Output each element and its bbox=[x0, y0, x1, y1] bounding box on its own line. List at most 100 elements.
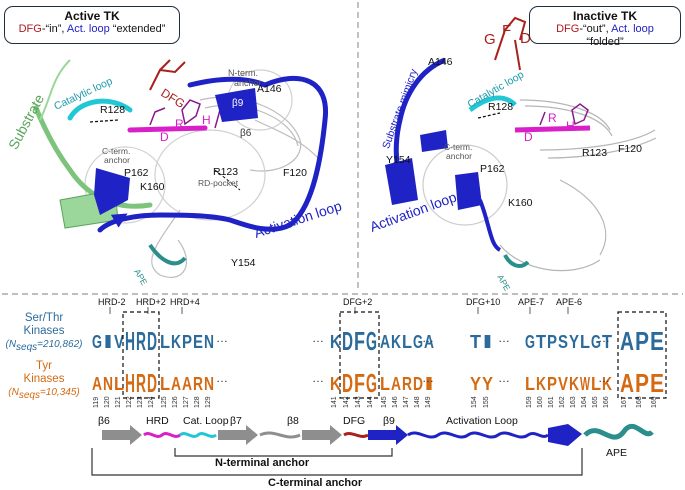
logo-tyr-letter: L bbox=[160, 374, 170, 394]
logo-ser-thr-letter: G bbox=[591, 332, 601, 352]
logo-ser-thr-letter: A bbox=[424, 332, 434, 352]
logo-ser-thr-letter: K bbox=[171, 332, 181, 352]
logo-tyr-letter: R bbox=[402, 374, 412, 394]
logo-position-tick: 146 bbox=[392, 396, 399, 408]
logo-position-tick: 124 bbox=[148, 396, 155, 408]
logo-position-tick: 169 bbox=[651, 396, 658, 408]
logo-position-tick: 167 bbox=[621, 396, 628, 408]
active-tk-subtitle: DFG-“in”, Act. loop “extended” bbox=[12, 23, 172, 36]
active-activation-loop-label: Activation loop bbox=[252, 197, 344, 240]
active-b9-label: β9 bbox=[232, 98, 244, 109]
topology-cat-loop bbox=[179, 432, 217, 438]
catalytic-loop-ribbon bbox=[67, 98, 133, 121]
inactive-y154-label: Y154 bbox=[386, 154, 411, 166]
topology-beta8-label: β8 bbox=[287, 415, 299, 427]
inactive-act-loop-text: Act. loop bbox=[611, 23, 654, 35]
logo-ser-thr-letter: I bbox=[482, 332, 493, 352]
topology-hrd-label: HRD bbox=[146, 415, 169, 427]
topology-beta9-arrow bbox=[368, 425, 408, 445]
logo-ser-thr-letter: G bbox=[366, 326, 377, 356]
motif-label: APE-6 bbox=[556, 297, 582, 307]
active-r-label: R bbox=[175, 117, 184, 131]
inactive-r-label: R bbox=[548, 111, 557, 125]
active-r128-label: R128 bbox=[100, 104, 125, 116]
inactive-d-top-label: D bbox=[520, 30, 531, 47]
topology-dfg bbox=[343, 432, 369, 438]
logo-tyr-letter: V bbox=[558, 374, 568, 394]
logo-ellipsis: … bbox=[498, 331, 510, 345]
tyr-kinases-label: Tyr Kinases (Nseqs=10,345) bbox=[2, 360, 86, 403]
logo-tyr-letter: A bbox=[391, 374, 401, 394]
inactive-a146-label: A146 bbox=[428, 56, 453, 68]
inactive-c-term-anchor-label-2: anchor bbox=[446, 151, 472, 161]
logo-ser-thr-letter: D bbox=[147, 326, 157, 356]
tyr-line2: Kinases bbox=[23, 373, 65, 385]
logo-tyr-letter: A bbox=[171, 374, 181, 394]
inactive-k160-label: K160 bbox=[508, 197, 533, 209]
logo-position-tick: 145 bbox=[381, 396, 388, 408]
inactive-substrate-mimicry-label: Substrate mimicry bbox=[380, 67, 420, 151]
logo-tyr-letter: L bbox=[380, 374, 390, 394]
inactive-tk-title: Inactive TK bbox=[572, 9, 638, 23]
active-k160-label: K160 bbox=[140, 181, 165, 193]
inactive-dfg-text: DFG bbox=[556, 23, 580, 35]
topology-diagram bbox=[91, 423, 654, 476]
logo-tyr-letter: K bbox=[602, 374, 612, 394]
inactive-structure bbox=[385, 16, 657, 272]
logo-ser-thr-letter: K bbox=[391, 332, 401, 352]
inactive-dfg-state: -“out”, bbox=[579, 23, 612, 35]
logo-tyr-letter: Y bbox=[482, 374, 493, 394]
active-ape-label: APE bbox=[132, 267, 149, 287]
active-b6-label: β6 bbox=[240, 128, 252, 139]
logo-tyr-letter: Y bbox=[470, 374, 481, 394]
logo-tyr-letter: F bbox=[354, 368, 365, 398]
logo-ellipsis: … bbox=[422, 331, 434, 345]
logo-ellipsis: … bbox=[498, 371, 510, 385]
active-dfg-state: -“in”, bbox=[41, 23, 67, 35]
logo-position-tick: 123 bbox=[137, 396, 144, 408]
logo-tyr-letter: L bbox=[591, 374, 601, 394]
inactive-tk-subtitle: DFG-“out”, Act. loop “folded” bbox=[537, 23, 673, 49]
logo-tyr-letter: R bbox=[136, 368, 146, 398]
logo-ser-thr-letter: T bbox=[602, 332, 612, 352]
logo-position-tick: 164 bbox=[581, 396, 588, 408]
logo-ser-thr-letter: L bbox=[580, 332, 590, 352]
sequence-logo: GA119IN120VL121HH122RR123DD124LL125KA126… bbox=[92, 297, 667, 408]
logo-ellipsis: … bbox=[312, 371, 324, 385]
active-dfg-text: DFG bbox=[18, 23, 42, 35]
motif-label: HRD+4 bbox=[170, 297, 200, 307]
ape-ribbon bbox=[148, 243, 187, 266]
logo-tyr-letter: D bbox=[147, 368, 157, 398]
active-tk-title: Active TK bbox=[64, 9, 120, 23]
logo-position-tick: 155 bbox=[483, 396, 490, 408]
inactive-g-label: G bbox=[484, 31, 496, 48]
logo-position-tick: 141 bbox=[331, 396, 338, 408]
inactive-hrd-segment bbox=[514, 125, 591, 133]
inactive-r128-label: R128 bbox=[488, 101, 513, 113]
logo-tyr-letter: K bbox=[536, 374, 546, 394]
logo-tyr-letter: N bbox=[204, 374, 214, 394]
logo-tyr-letter: D bbox=[413, 374, 423, 394]
motif-label: HRD-2 bbox=[98, 297, 126, 307]
beta9-strand bbox=[215, 88, 258, 122]
topology-ape bbox=[583, 423, 654, 440]
c-terminal-anchor-label: C-terminal anchor bbox=[268, 477, 363, 489]
active-c-term-anchor-label-1: C-term. bbox=[102, 146, 130, 156]
logo-tyr-letter: A bbox=[620, 368, 634, 398]
logo-position-tick: 121 bbox=[115, 396, 122, 408]
logo-ser-thr-letter: Y bbox=[569, 332, 579, 352]
substrate-ribbon bbox=[33, 105, 153, 209]
active-dfg-label: DFG bbox=[158, 86, 187, 111]
logo-tyr-letter: R bbox=[193, 374, 203, 394]
inactive-beta-strand-1 bbox=[385, 158, 418, 205]
inactive-beta-strand-2 bbox=[455, 172, 482, 210]
logo-tyr-letter: K bbox=[330, 374, 341, 394]
logo-ser-thr-letter: F bbox=[354, 326, 365, 356]
ser-thr-line2: Kinases bbox=[23, 325, 65, 337]
logo-position-tick: 165 bbox=[592, 396, 599, 408]
topology-activation-loop bbox=[407, 431, 549, 439]
logo-position-tick: 159 bbox=[526, 396, 533, 408]
topology-cat-loop-label: Cat. Loop bbox=[183, 415, 229, 427]
topology-beta9-label: β9 bbox=[383, 415, 395, 427]
logo-ser-thr-letter: I bbox=[103, 332, 113, 352]
